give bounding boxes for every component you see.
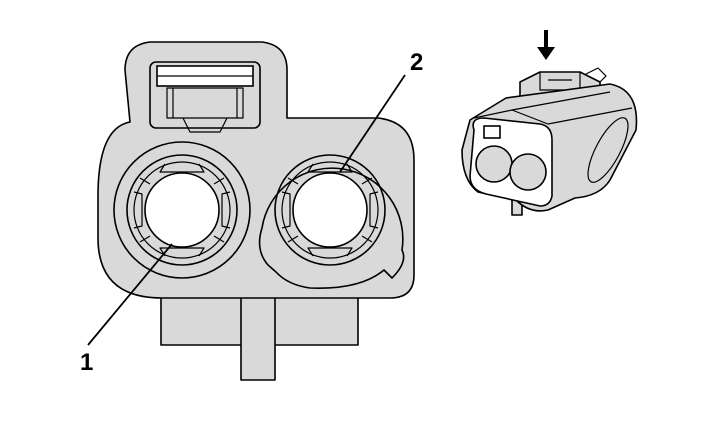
iso-cavity-1 — [475, 145, 513, 183]
mounting-stem — [240, 289, 276, 381]
callout-1: 1 — [80, 349, 93, 376]
leader-line-1 — [87, 243, 173, 346]
locking-latch — [149, 61, 261, 133]
iso-cavity-2 — [509, 153, 547, 191]
connector-isometric-view — [461, 30, 638, 216]
connector-front-view — [87, 41, 415, 381]
arrow-down-icon — [537, 30, 555, 60]
iso-key-slot — [483, 125, 501, 139]
terminal-cavity-2 — [258, 154, 405, 289]
callout-2: 2 — [410, 49, 423, 76]
leader-line-2 — [339, 74, 406, 173]
terminal-cavity-1 — [113, 141, 251, 279]
